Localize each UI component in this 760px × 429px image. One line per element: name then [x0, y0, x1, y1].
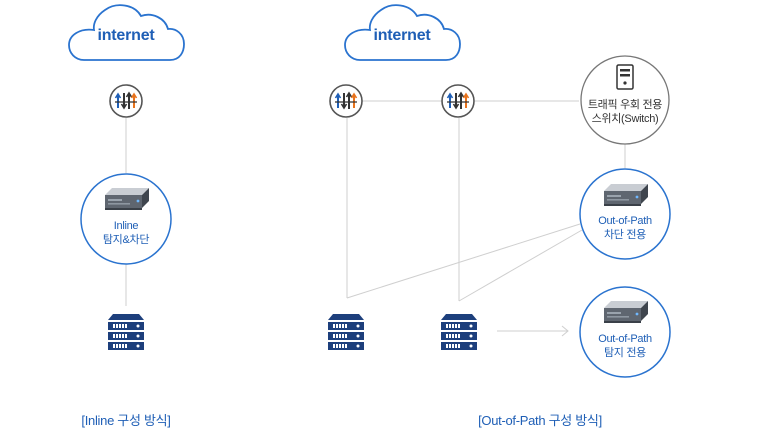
- block-appliance-label-line2: 차단 전용: [603, 229, 647, 241]
- security-appliance-icon: [604, 184, 648, 206]
- link-server1-block: [346, 223, 581, 299]
- router-icon: [109, 84, 143, 118]
- inline-appliance-label: Inline 탐지&차단: [76, 219, 176, 247]
- switch-label-line2: 스위치(Switch): [591, 113, 659, 125]
- security-appliance-icon: [604, 301, 648, 323]
- inline-appliance-label-line1: Inline: [113, 220, 139, 232]
- cloud-oop: [344, 4, 461, 61]
- inline-appliance-label-line2: 탐지&차단: [102, 234, 150, 246]
- cloud-label-oop: internet: [373, 27, 431, 44]
- switch-label-line1: 트래픽 우회 전용: [587, 99, 663, 111]
- arrow-head-detect: [561, 325, 569, 337]
- server-icon: [108, 314, 144, 350]
- security-appliance-icon: [105, 188, 149, 210]
- router-icon: [441, 84, 475, 118]
- router-icon: [329, 84, 363, 118]
- cloud-label-inline: internet: [97, 27, 155, 44]
- caption-inline: [Inline 구성 방식]: [81, 413, 171, 428]
- connector-lines: [125, 100, 626, 337]
- server-icon: [328, 314, 364, 350]
- cloud-icon: [68, 4, 185, 61]
- switch-label: 트래픽 우회 전용 스위치(Switch): [575, 98, 675, 126]
- link-server2-block: [458, 229, 583, 302]
- block-appliance-label-line1: Out-of-Path: [598, 215, 652, 227]
- server-icon: [441, 314, 477, 350]
- tower-switch-icon: [616, 64, 634, 90]
- switch-circle: [580, 55, 670, 145]
- cloud-inline: [68, 4, 185, 61]
- detect-appliance-label-line2: 탐지 전용: [603, 347, 647, 359]
- block-appliance-label: Out-of-Path 차단 전용: [575, 214, 675, 242]
- cloud-icon: [344, 4, 461, 61]
- caption-oop: [Out-of-Path 구성 방식]: [478, 413, 602, 428]
- detect-appliance-label: Out-of-Path 탐지 전용: [575, 332, 675, 360]
- detect-appliance-label-line1: Out-of-Path: [598, 333, 652, 345]
